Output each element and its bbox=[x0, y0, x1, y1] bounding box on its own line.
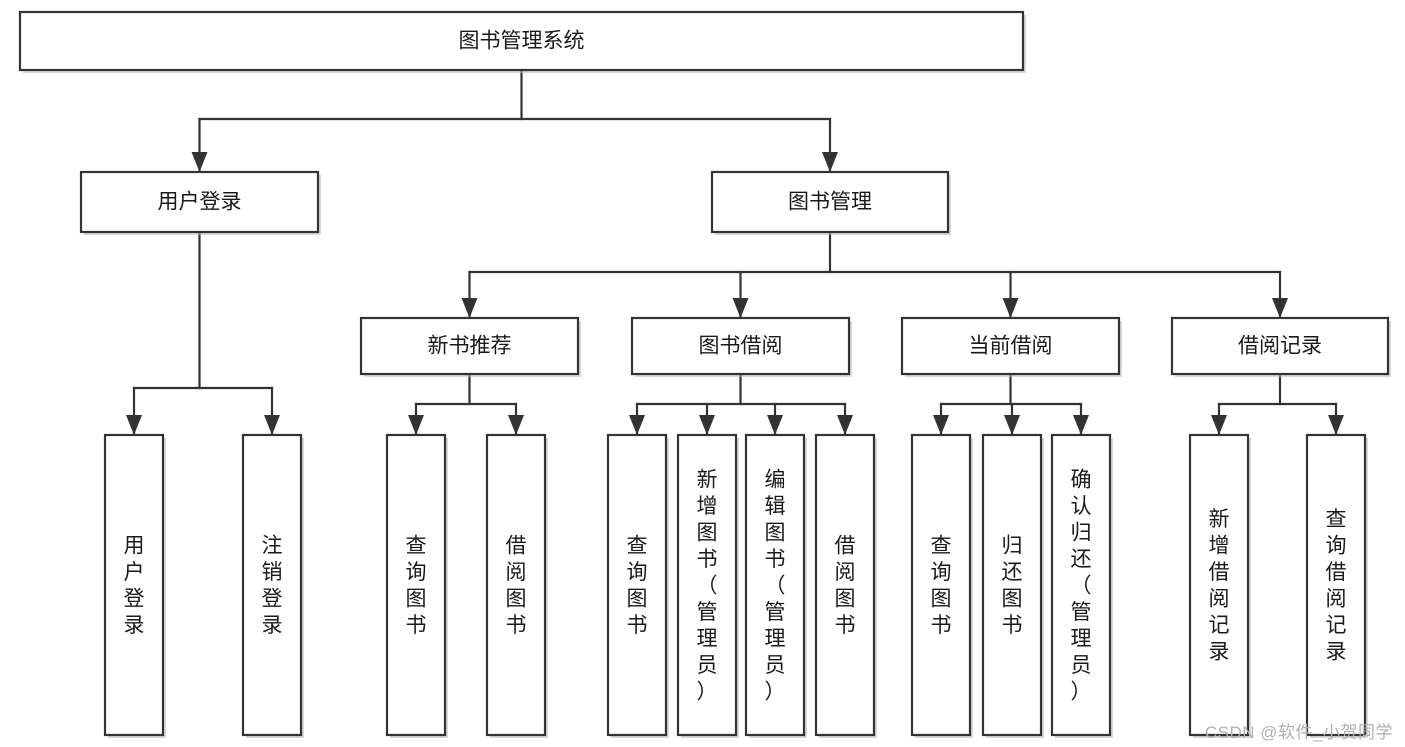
node-leaf-query-book-borrow[interactable]: 查询图书 bbox=[606, 433, 669, 738]
node-label: 查询图书 bbox=[627, 535, 648, 638]
arrow-head-icon bbox=[508, 415, 524, 435]
node-leaf-user-login[interactable]: 用户登录 bbox=[103, 433, 166, 738]
edge-group-new-book-recommend bbox=[408, 372, 524, 436]
node-leaf-logout[interactable]: 注销登录 bbox=[241, 433, 304, 738]
node-label: 借阅记录 bbox=[1238, 335, 1322, 358]
arrow-head-icon bbox=[699, 415, 715, 435]
node-leaf-borrow-book[interactable]: 借阅图书 bbox=[814, 433, 877, 738]
arrow-head-icon bbox=[461, 298, 478, 318]
arrow-head-icon bbox=[1211, 415, 1227, 435]
node-root[interactable]: 图书管理系统 bbox=[18, 10, 1026, 73]
arrow-head-icon bbox=[408, 415, 424, 435]
node-current-borrow[interactable]: 当前借阅 bbox=[900, 316, 1122, 377]
arrow-head-icon bbox=[629, 415, 645, 435]
node-book-manage[interactable]: 图书管理 bbox=[710, 170, 951, 235]
node-leaf-add-borrow-record[interactable]: 新增借阅记录 bbox=[1188, 433, 1251, 738]
arrow-head-icon bbox=[1002, 298, 1019, 318]
node-label: 图书管理系统 bbox=[459, 30, 585, 53]
node-label: 用户登录 bbox=[124, 535, 145, 638]
arrow-head-icon bbox=[732, 298, 749, 318]
node-leaf-borrow-book-rec[interactable]: 借阅图书 bbox=[485, 433, 548, 738]
node-leaf-query-book-rec[interactable]: 查询图书 bbox=[385, 433, 448, 738]
edge-group-borrow-record bbox=[1211, 372, 1344, 436]
node-leaf-query-book-current[interactable]: 查询图书 bbox=[910, 433, 973, 738]
node-leaf-return-book[interactable]: 归还图书 bbox=[981, 433, 1044, 738]
node-label: 查询图书 bbox=[931, 535, 952, 638]
edge-group-book-manage bbox=[461, 230, 1288, 319]
arrow-head-icon bbox=[191, 152, 208, 172]
edge-group-book-borrow bbox=[629, 372, 853, 436]
node-layer: 图书管理系统用户登录图书管理新书推荐图书借阅当前借阅借阅记录用户登录注销登录查询… bbox=[18, 10, 1391, 738]
node-label: 当前借阅 bbox=[969, 335, 1053, 358]
node-label: 查询借阅记录 bbox=[1326, 508, 1347, 664]
edge-group-user-login bbox=[126, 230, 280, 436]
node-label: 借阅图书 bbox=[835, 535, 856, 638]
arrow-head-icon bbox=[264, 415, 280, 435]
edge-group-root bbox=[191, 68, 838, 173]
node-label: 注销登录 bbox=[262, 535, 283, 638]
node-book-borrow[interactable]: 图书借阅 bbox=[630, 316, 852, 377]
node-label: 归还图书 bbox=[1002, 535, 1023, 638]
arrow-head-icon bbox=[1328, 415, 1344, 435]
node-label: 借阅图书 bbox=[506, 535, 527, 638]
arrow-head-icon bbox=[1004, 415, 1020, 435]
node-leaf-query-borrow-record[interactable]: 查询借阅记录 bbox=[1305, 433, 1368, 738]
arrow-head-icon bbox=[1272, 298, 1288, 318]
node-label: 图书借阅 bbox=[699, 335, 783, 358]
edge-group-current-borrow bbox=[933, 372, 1089, 436]
arrow-head-icon bbox=[933, 415, 949, 435]
arrow-head-icon bbox=[126, 415, 142, 435]
node-leaf-confirm-return-admin[interactable]: 确认归还（管理员） bbox=[1050, 433, 1113, 738]
node-label: 新增借阅记录 bbox=[1209, 508, 1230, 664]
node-label: 用户登录 bbox=[158, 191, 242, 214]
node-label: 查询图书 bbox=[406, 535, 427, 638]
node-label: 确认归还（管理员） bbox=[1071, 468, 1092, 703]
node-borrow-record[interactable]: 借阅记录 bbox=[1170, 316, 1391, 377]
arrow-head-icon bbox=[837, 415, 853, 435]
node-label: 图书管理 bbox=[788, 191, 872, 214]
node-new-book-recommend[interactable]: 新书推荐 bbox=[359, 316, 581, 377]
arrow-head-icon bbox=[822, 152, 838, 172]
node-leaf-add-book-admin[interactable]: 新增图书（管理员） bbox=[676, 433, 739, 738]
arrow-head-icon bbox=[767, 415, 783, 435]
node-user-login[interactable]: 用户登录 bbox=[79, 170, 321, 235]
connector-layer bbox=[126, 68, 1344, 436]
node-label: 编辑图书（管理员） bbox=[765, 468, 786, 703]
arrow-head-icon bbox=[1073, 415, 1089, 435]
node-leaf-edit-book-admin[interactable]: 编辑图书（管理员） bbox=[744, 433, 807, 738]
node-label: 新书推荐 bbox=[428, 335, 512, 358]
csdn-watermark: CSDN @软件_小贺同学 bbox=[1204, 723, 1393, 742]
node-label: 新增图书（管理员） bbox=[697, 468, 718, 703]
